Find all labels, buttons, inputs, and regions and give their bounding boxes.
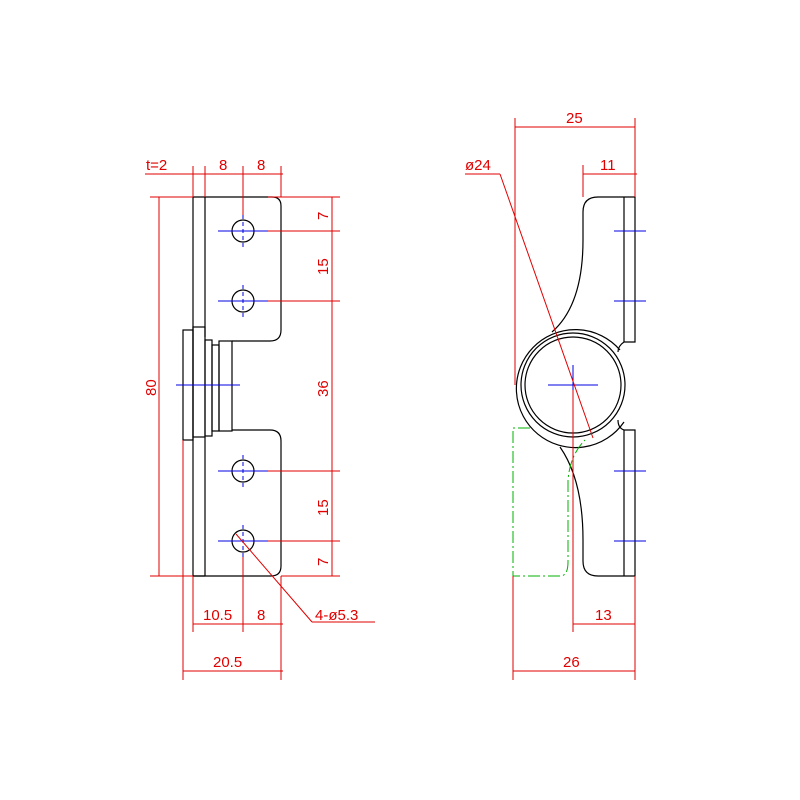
- top-right-label: 11: [600, 157, 616, 174]
- bottom-width-label: 26: [563, 654, 580, 671]
- bottom-dim-1: 10.5: [203, 607, 232, 624]
- side-dimension-lines: [145, 166, 375, 680]
- hole-callout: 4-ø5.3: [315, 607, 358, 624]
- hidden-outline: [512, 427, 586, 577]
- front-dimension-lines: [465, 118, 637, 680]
- height-total-label: 80: [143, 379, 160, 396]
- mounting-holes: [231, 219, 255, 553]
- top-dim-2: 8: [257, 157, 265, 174]
- top-width-label: 25: [566, 110, 583, 127]
- front-centerlines: [548, 230, 646, 542]
- right-dim-bottom: 7: [315, 558, 332, 566]
- knuckle-assembly: [182, 326, 233, 441]
- bottom-total-label: 20.5: [213, 654, 242, 671]
- side-view: t=2 8 8 80 7 15 36 15 7 10.5 8 20.5 4-ø5…: [143, 157, 375, 680]
- diameter-label: ø24: [465, 157, 491, 174]
- thickness-label: t=2: [146, 157, 167, 174]
- right-dim-lower-pitch: 15: [315, 499, 332, 516]
- front-view: 25 ø24 11 13 26: [465, 110, 646, 680]
- right-dim-middle: 36: [315, 380, 332, 397]
- side-centerlines: [176, 215, 268, 557]
- right-dim-top: 7: [315, 212, 332, 220]
- bottom-dim-2: 8: [257, 607, 265, 624]
- plate-outline: [192, 196, 282, 577]
- right-dim-upper-pitch: 15: [315, 258, 332, 275]
- bottom-right-label: 13: [595, 607, 612, 624]
- body-outline: [515, 196, 636, 577]
- top-dim-1: 8: [219, 157, 227, 174]
